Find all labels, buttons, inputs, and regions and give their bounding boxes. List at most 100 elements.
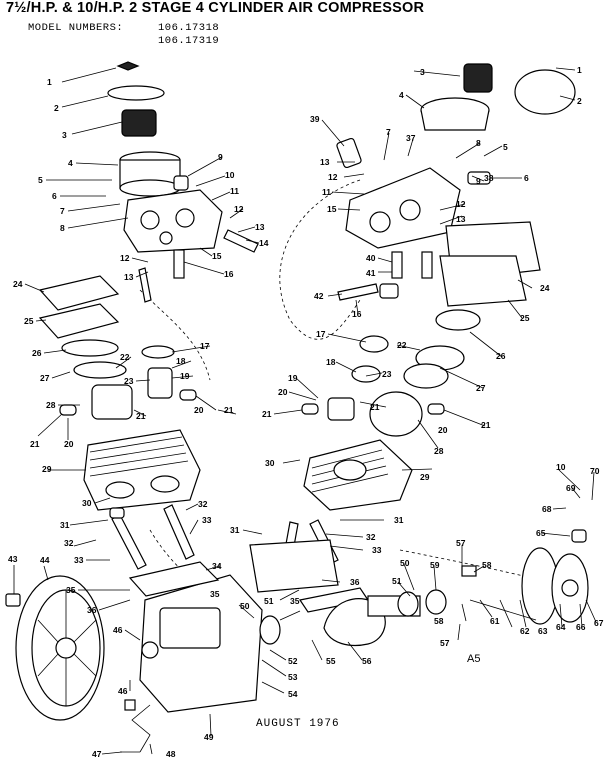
callout-b44: 44 (40, 555, 50, 565)
callout-m33: 33 (372, 545, 382, 555)
callout-m28: 28 (434, 446, 444, 456)
callout-m21b: 21 (370, 402, 380, 412)
callout-6: 6 (52, 191, 57, 201)
right-air-filter-group (420, 63, 576, 131)
callout-15: 15 (212, 251, 222, 261)
callout-b57a: 57 (456, 538, 466, 548)
callout-b51b: 51 (392, 576, 402, 586)
callout-m21a: 21 (262, 409, 272, 419)
callout-b34: 34 (212, 561, 222, 571)
callout-r25: 25 (520, 313, 530, 323)
callout-l17: 17 (200, 341, 210, 351)
callout-r7: 7 (386, 127, 391, 137)
left-air-filter-group (107, 61, 181, 197)
diagram-title: 7½/H.P. & 10/H.P. 2 STAGE 4 CYLINDER AIR… (6, 0, 425, 16)
callout-b35b: 35 (210, 589, 220, 599)
callout-12: 12 (234, 204, 244, 214)
callout-b10: 10 (556, 462, 566, 472)
callout-r9: 9 (476, 176, 481, 186)
callout-b63: 63 (538, 626, 548, 636)
model-numbers-block: MODEL NUMBERS:106.17318 106.17319 (28, 22, 219, 48)
callout-b56: 56 (362, 656, 372, 666)
callout-r38: 6 (524, 173, 529, 183)
flywheel (15, 575, 105, 721)
callout-7: 7 (60, 206, 65, 216)
callout-l24: 24 (13, 279, 23, 289)
callout-b47: 47 (92, 749, 102, 759)
callout-m31b: 31 (394, 515, 404, 525)
callout-r8: 8 (476, 138, 481, 148)
callout-r24: 24 (540, 283, 550, 293)
publication-date: AUGUST 1976 (256, 718, 340, 730)
callout-b36a: 36 (350, 577, 360, 587)
crankcase (139, 574, 263, 713)
figure-code: A5 (467, 653, 481, 665)
callout-b58b: 58 (434, 616, 444, 626)
left-cylinder-block (83, 429, 201, 511)
callout-r12b: 12 (456, 199, 466, 209)
callout-r37: 37 (406, 133, 416, 143)
callout-l21a: 21 (136, 411, 146, 421)
callout-b65: 65 (536, 528, 546, 538)
callout-b68: 68 (542, 504, 552, 514)
left-cylinder-head (123, 175, 259, 303)
callout-b36b: 36 (87, 605, 97, 615)
callout-l21c: 21 (30, 439, 40, 449)
callout-b61: 61 (490, 616, 500, 626)
callout-m23: 23 (382, 369, 392, 379)
callout-m26: 26 (496, 351, 506, 361)
callout-b54: 54 (288, 689, 298, 699)
callout-l33b: 33 (74, 555, 84, 565)
callout-r41: 41 (366, 268, 376, 278)
callout-r11: 11 (322, 187, 331, 197)
callout-r3: 3 (420, 67, 425, 77)
callout-r13b: 13 (456, 214, 466, 224)
callout-b58a: 58 (482, 560, 492, 570)
callout-m30: 30 (265, 458, 275, 468)
callout-r2: 2 (577, 96, 582, 106)
callout-m20: 20 (278, 387, 288, 397)
callout-l33a: 33 (202, 515, 212, 525)
right-valve-plates (301, 221, 541, 437)
callout-l32a: 32 (198, 499, 208, 509)
callout-r12: 12 (328, 172, 338, 182)
right-cylinder-head (336, 137, 491, 301)
callout-11: 11 (230, 186, 239, 196)
left-connecting-rods (109, 504, 195, 570)
callout-m31a: 31 (230, 525, 240, 535)
callout-b57b: 57 (440, 638, 450, 648)
callout-l29: 29 (42, 464, 52, 474)
callout-b50: 50 (240, 601, 250, 611)
callout-b55: 55 (326, 656, 336, 666)
callout-l22: 22 (120, 352, 130, 362)
callout-b69: 69 (566, 483, 576, 493)
callout-b66: 66 (576, 622, 586, 632)
model-number-1: 106.17318 (158, 22, 220, 34)
leader-lines (13, 67, 597, 755)
callout-l23: 23 (124, 376, 134, 386)
callout-m22: 22 (397, 340, 407, 350)
callout-r15: 15 (327, 204, 337, 214)
callout-l20b: 20 (64, 439, 74, 449)
callout-r40: 40 (366, 253, 376, 263)
callout-8: 8 (60, 223, 65, 233)
callout-9: 9 (218, 152, 223, 162)
callout-l20a: 20 (194, 405, 204, 415)
callout-b35a: 35 (66, 585, 76, 595)
right-cylinder-block (303, 439, 413, 511)
callout-b51: 51 (264, 596, 274, 606)
callout-r6: 38 (484, 173, 494, 183)
callout-b59: 59 (430, 560, 440, 570)
callout-b35c: 35 (290, 596, 300, 606)
crankshaft (259, 587, 447, 647)
callout-b43: 43 (8, 554, 18, 564)
callout-m17: 17 (316, 329, 326, 339)
oil-pump-assembly (461, 529, 589, 625)
callout-m32: 32 (366, 532, 376, 542)
callout-r1: 1 (577, 65, 582, 75)
callout-b64: 64 (556, 622, 566, 632)
callout-l19: 19 (180, 371, 190, 381)
callout-r4: 4 (399, 90, 404, 100)
callout-r16: 16 (352, 309, 362, 319)
callout-b50b: 50 (400, 558, 410, 568)
